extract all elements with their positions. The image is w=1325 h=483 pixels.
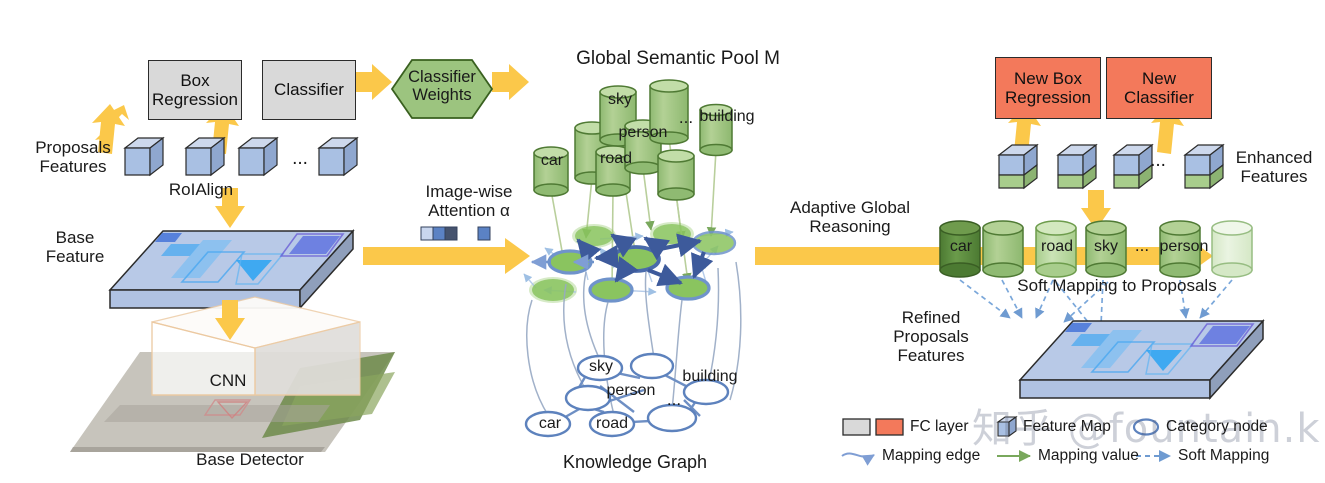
mapped-label-sky: sky: [1094, 238, 1118, 255]
legend-soft-mapping-label: Soft Mapping: [1178, 447, 1270, 464]
kg-label-car: car: [538, 415, 562, 432]
kg-label-person: person: [606, 382, 656, 399]
legend-mapping-edge-label: Mapping edge: [882, 447, 981, 464]
mapped-label-person: person: [1159, 238, 1209, 255]
new-classifier-label: New Classifier: [1124, 68, 1194, 107]
global-semantic-pool-title: Global Semantic Pool M: [576, 48, 780, 69]
legend-glyphs: [841, 415, 1171, 466]
global-semantic-pool-cylinders: [533, 79, 733, 291]
pool-label-car: car: [540, 152, 564, 169]
box-regression-label: Box Regression: [152, 70, 238, 109]
legend-fc-layer-label: FC layer: [910, 418, 969, 435]
proposal-feature-cubes: [123, 136, 359, 177]
pool-label-sky: sky: [608, 91, 632, 108]
enhanced-features-label: Enhanced Features: [1235, 148, 1313, 187]
cnn-box: [151, 296, 361, 396]
mapped-label-car: car: [949, 238, 973, 255]
legend-feature-map-label: Feature Map: [1023, 418, 1111, 435]
new-box-regression-label: New Box Regression: [1005, 68, 1091, 107]
kg-label-building: building: [682, 368, 738, 385]
classifier-weights-label: Classifier Weights: [408, 68, 476, 105]
cnn-label: CNN: [209, 371, 247, 390]
legend-category-node-label: Category node: [1166, 418, 1268, 435]
base-detector-label: Base Detector: [196, 450, 304, 469]
knowledge-graph-label: Knowledge Graph: [562, 452, 708, 472]
reasoning-node-layer: [523, 222, 737, 303]
proposal-cubes-ellipsis: ...: [292, 148, 308, 169]
classifier-node[interactable]: Classifier: [262, 60, 356, 120]
proposals-features-label: Proposals Features: [35, 138, 111, 177]
mapped-cylinders-ellipsis: ...: [1134, 236, 1150, 255]
mapped-label-road: road: [1040, 238, 1074, 255]
refined-proposals-features-label: Refined Proposals Features: [893, 308, 969, 366]
attention-label: Image-wise Attention α: [425, 182, 513, 221]
attention-strip: [420, 226, 491, 241]
refined-proposals-feature-map: [1018, 319, 1265, 400]
kg-ellipsis: ...: [666, 390, 682, 409]
roialign-label: RoIAlign: [168, 180, 234, 199]
enhanced-feature-cubes: [997, 143, 1225, 190]
knowledge-graph: [524, 261, 742, 438]
new-box-regression-node[interactable]: New Box Regression: [995, 57, 1101, 119]
new-classifier-node[interactable]: New Classifier: [1106, 57, 1212, 119]
box-regression-node[interactable]: Box Regression: [148, 60, 242, 120]
classifier-weights-hexagon: [390, 59, 494, 119]
kg-label-sky: sky: [589, 358, 613, 375]
base-feature-map: [108, 229, 355, 310]
adaptive-global-reasoning-label: Adaptive Global Reasoning: [789, 198, 911, 237]
pool-ellipsis: ...: [678, 108, 694, 127]
base-feature-label: Base Feature: [45, 228, 105, 267]
pool-label-road: road: [599, 150, 633, 167]
enhanced-cubes-ellipsis: ...: [1150, 150, 1166, 171]
legend-mapping-value-label: Mapping value: [1038, 447, 1139, 464]
pool-label-person: person: [618, 124, 668, 141]
classifier-label: Classifier: [274, 80, 344, 100]
soft-mapping-to-proposals-label: Soft Mapping to Proposals: [1017, 276, 1217, 295]
kg-label-road: road: [595, 415, 629, 432]
pool-label-building: building: [699, 108, 755, 125]
